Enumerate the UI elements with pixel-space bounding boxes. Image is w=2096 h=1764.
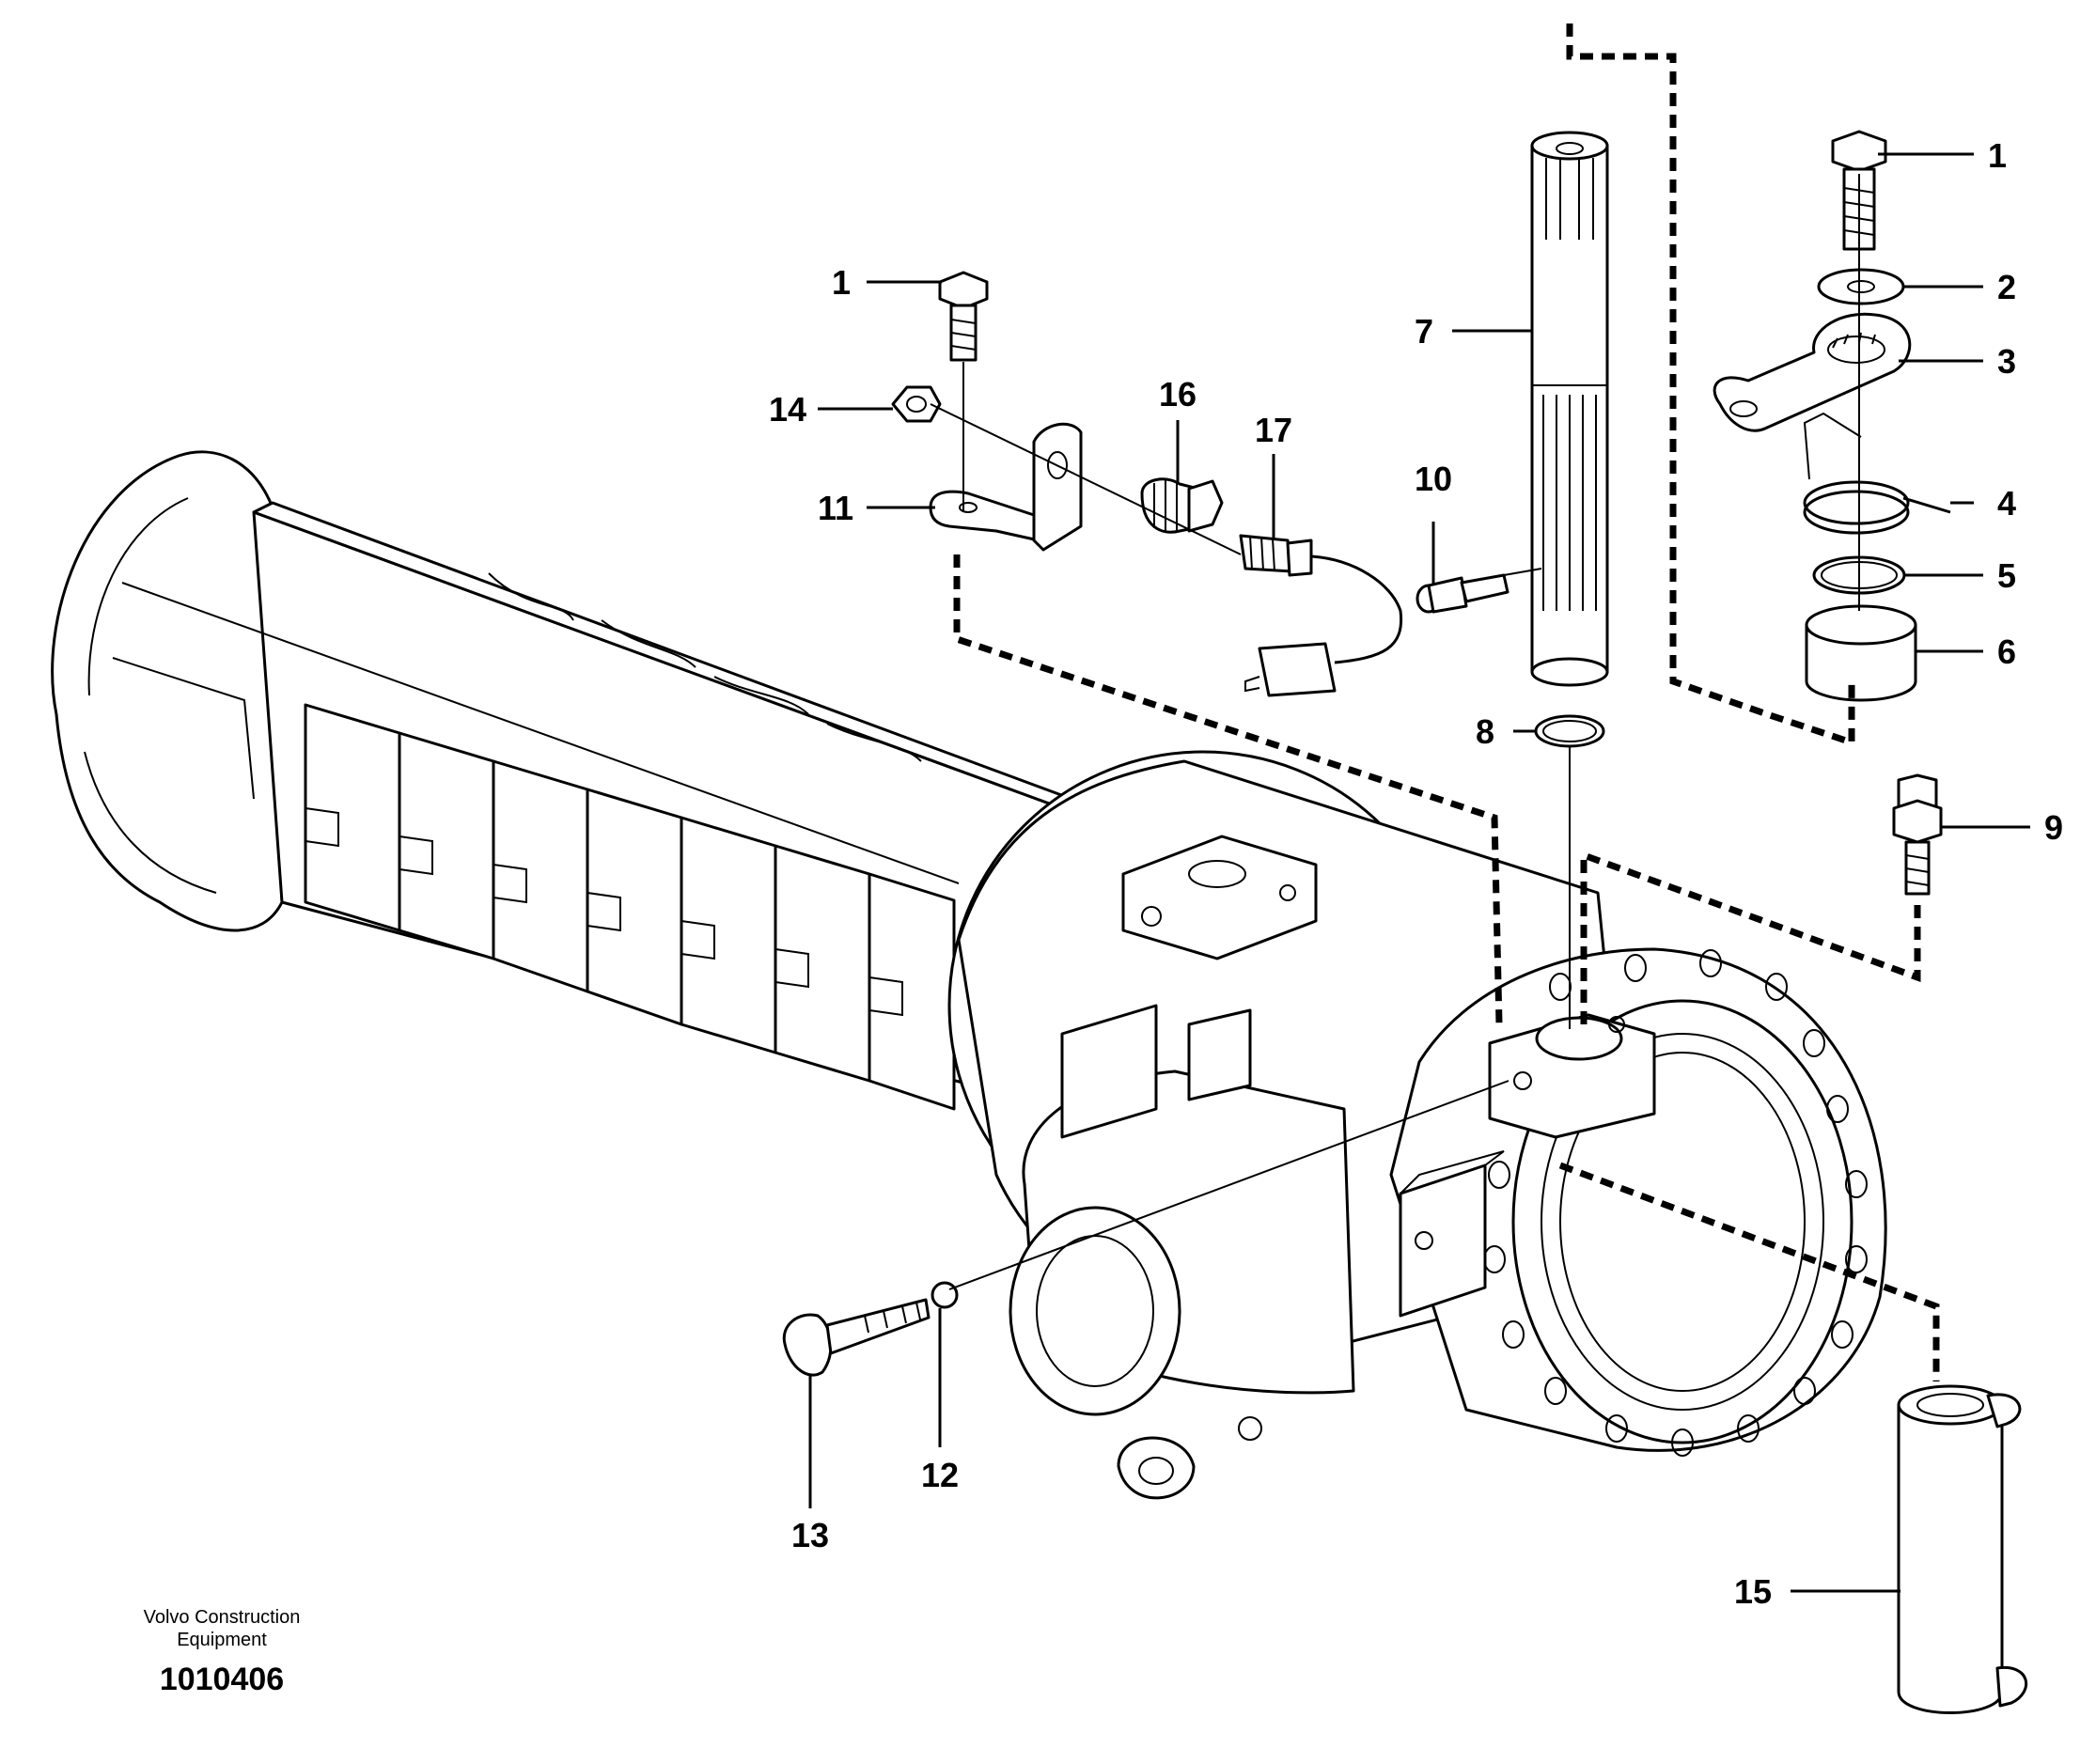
lever-3 (1713, 312, 1912, 432)
axle-housing-tube (51, 450, 1073, 1111)
callout-1-left: 1 (832, 263, 851, 302)
callout-3: 3 (1997, 342, 2016, 381)
callout-8: 8 (1476, 712, 1494, 751)
washer-2 (1817, 268, 1905, 305)
brand-line-1: Volvo Construction (144, 1607, 301, 1628)
callout-15: 15 (1734, 1572, 1772, 1611)
adapter-16 (1140, 477, 1224, 534)
callout-16: 16 (1159, 375, 1197, 414)
nut-14 (891, 385, 942, 423)
o-ring-8 (1534, 714, 1605, 748)
callout-2: 2 (1997, 268, 2016, 306)
fitting-9 (1892, 773, 1943, 896)
drawing-number: 1010406 (160, 1662, 284, 1697)
bolt-13 (782, 1298, 931, 1377)
differential-housing (947, 750, 1637, 1500)
footer-brand: Volvo Construction Equipment 1010406 (144, 1607, 301, 1697)
dashed-assembly-lines (953, 23, 1940, 1382)
brand-line-2: Equipment (177, 1630, 267, 1650)
spring-4 (1803, 412, 1951, 535)
ball-12 (931, 1281, 959, 1309)
thin-assembly-lines (930, 174, 1860, 1290)
steering-shaft (1530, 131, 1609, 687)
callout-1-right: 1 (1988, 136, 2007, 175)
bushing-6 (1805, 604, 1917, 702)
screw-10 (1416, 573, 1509, 614)
callout-12: 12 (921, 1456, 959, 1494)
wheel-hub-flange (1389, 947, 1887, 1457)
callout-17: 17 (1255, 411, 1292, 449)
pin-15 (1897, 1384, 2028, 1714)
leader-lines (808, 152, 2030, 1593)
callout-4: 4 (1997, 484, 2016, 523)
callout-9: 9 (2044, 808, 2063, 847)
callout-11: 11 (818, 489, 853, 527)
callout-14: 14 (769, 390, 806, 429)
bracket-11 (929, 422, 1083, 552)
sensor-17 (1239, 534, 1403, 697)
bolt-1-left (938, 271, 989, 362)
callout-7: 7 (1415, 312, 1433, 351)
callout-6: 6 (1997, 632, 2016, 671)
rib-blocks (304, 703, 956, 1111)
callout-10: 10 (1415, 460, 1452, 498)
callout-5: 5 (1997, 556, 2016, 595)
callout-labels: 1 1 2 3 4 5 6 7 8 9 10 11 12 13 14 15 16… (769, 136, 2063, 1611)
callout-13: 13 (791, 1516, 829, 1554)
